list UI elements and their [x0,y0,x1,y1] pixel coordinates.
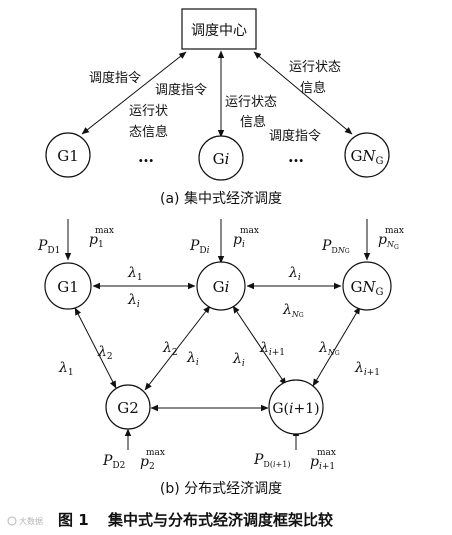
label-p2-max: p2 [140,454,155,472]
label-pi-max-sup: max [240,226,259,236]
node-b-gi [196,261,246,311]
lambda-gi-gi1-right: λi+1 [259,340,285,358]
label-a-right-status-2: 信息 [300,80,326,96]
lambda-gn-gi1-left: λNG [318,340,340,357]
label-p-d2: PD2 [102,453,125,471]
caption-b: (b) 分布式经济调度 [160,481,282,497]
lambda-gi-gn-top: λi [288,265,301,283]
lambda-g1-gi-bottom: λi [127,292,140,310]
dispatch-center-label: 调度中心 [191,23,247,39]
link-gi-g2 [144,305,211,391]
ellipsis-a-right: … [288,147,304,166]
node-b-g2-label: G2 [117,399,139,417]
part-b-distributed: G1 Gi GNG G2 G(i+1) PD1 p1 max PDi pi ma… [37,219,404,497]
node-b-g1 [44,262,92,310]
link-gi-gi1 [232,305,287,386]
lambda-gn-gi1-right: λi+1 [354,360,380,378]
label-p-di: PDi [189,238,210,256]
label-p-d1: PD1 [37,238,60,256]
lambda-g1-g2-left: λ1 [58,360,74,378]
lambda-g1-gi-top: λ1 [127,265,143,283]
node-a-gi-label: Gi [213,150,230,168]
node-b-gi1 [268,379,324,435]
link-gn-gi1 [312,306,361,387]
watermark-logo-icon [7,516,17,526]
figure-caption: 图 1 集中式与分布式经济调度框架比较 [58,511,333,529]
label-p-di1: PD(i+1) [253,452,290,469]
label-a-mid-status-2: 信息 [240,114,266,130]
link-g1-g2 [74,307,117,389]
node-a-g1-label: G1 [57,147,79,165]
node-a-gn-label: GNG [350,147,383,167]
node-b-gi-label: Gi [213,278,230,296]
label-png-max-sup: max [385,226,404,236]
label-a-left-status-2: 态信息 [129,124,168,140]
figure-caption-number: 图 1 [58,511,89,529]
node-b-g1-label: G1 [57,278,79,296]
label-p2-max-sup: max [146,448,165,458]
label-a-left-status-1: 运行状 [129,104,168,119]
dispatch-center-box [181,8,257,50]
label-a-left-cmd: 调度指令 [89,70,141,86]
label-a-mid-cmd: 调度指令 [155,82,207,98]
part-a-centralized: 调度中心 G1 Gi GNG 调度指令 运行状 态信息 调度指令 运行状态 信息… [45,8,390,207]
lambda-gi-g2-left: λ2 [162,340,178,358]
node-b-g2 [105,384,151,430]
node-b-gn-label: GNG [350,278,383,298]
figure-caption-title: 集中式与分布式经济调度框架比较 [107,511,333,529]
label-p1-max: p1 [89,232,104,250]
caption-a: (a) 集中式经济调度 [160,190,282,207]
label-a-right-cmd: 调度指令 [269,128,321,144]
label-p1-max-sup: max [95,226,114,236]
ellipsis-a-left: … [138,147,154,166]
label-p-dng: PDNG [321,238,350,255]
label-pi-max: pi [233,232,245,250]
lambda-gi-gi1-left: λi [232,351,245,369]
label-a-right-status-1: 运行状态 [289,60,341,75]
watermark-text: 大数据 [19,516,43,526]
node-b-gn [342,261,392,311]
watermark: 大数据 [7,516,43,526]
node-a-gn [344,132,390,178]
label-png-max: pNG [378,232,399,251]
node-a-g1 [45,132,91,178]
node-a-gi [198,135,244,181]
lambda-g1-g2-right: λ2 [97,344,113,362]
lambda-gi-g2-right: λi [186,350,199,368]
link-center-g1 [81,51,187,135]
lambda-gi-gn-bottom: λNG [282,302,304,319]
label-pi1-max-sup: max [317,448,336,458]
link-center-gn [253,51,353,135]
label-pi1-max: pi+1 [310,454,335,472]
node-b-gi1-label: G(i+1) [272,401,319,417]
label-a-mid-status-1: 运行状态 [225,95,277,110]
